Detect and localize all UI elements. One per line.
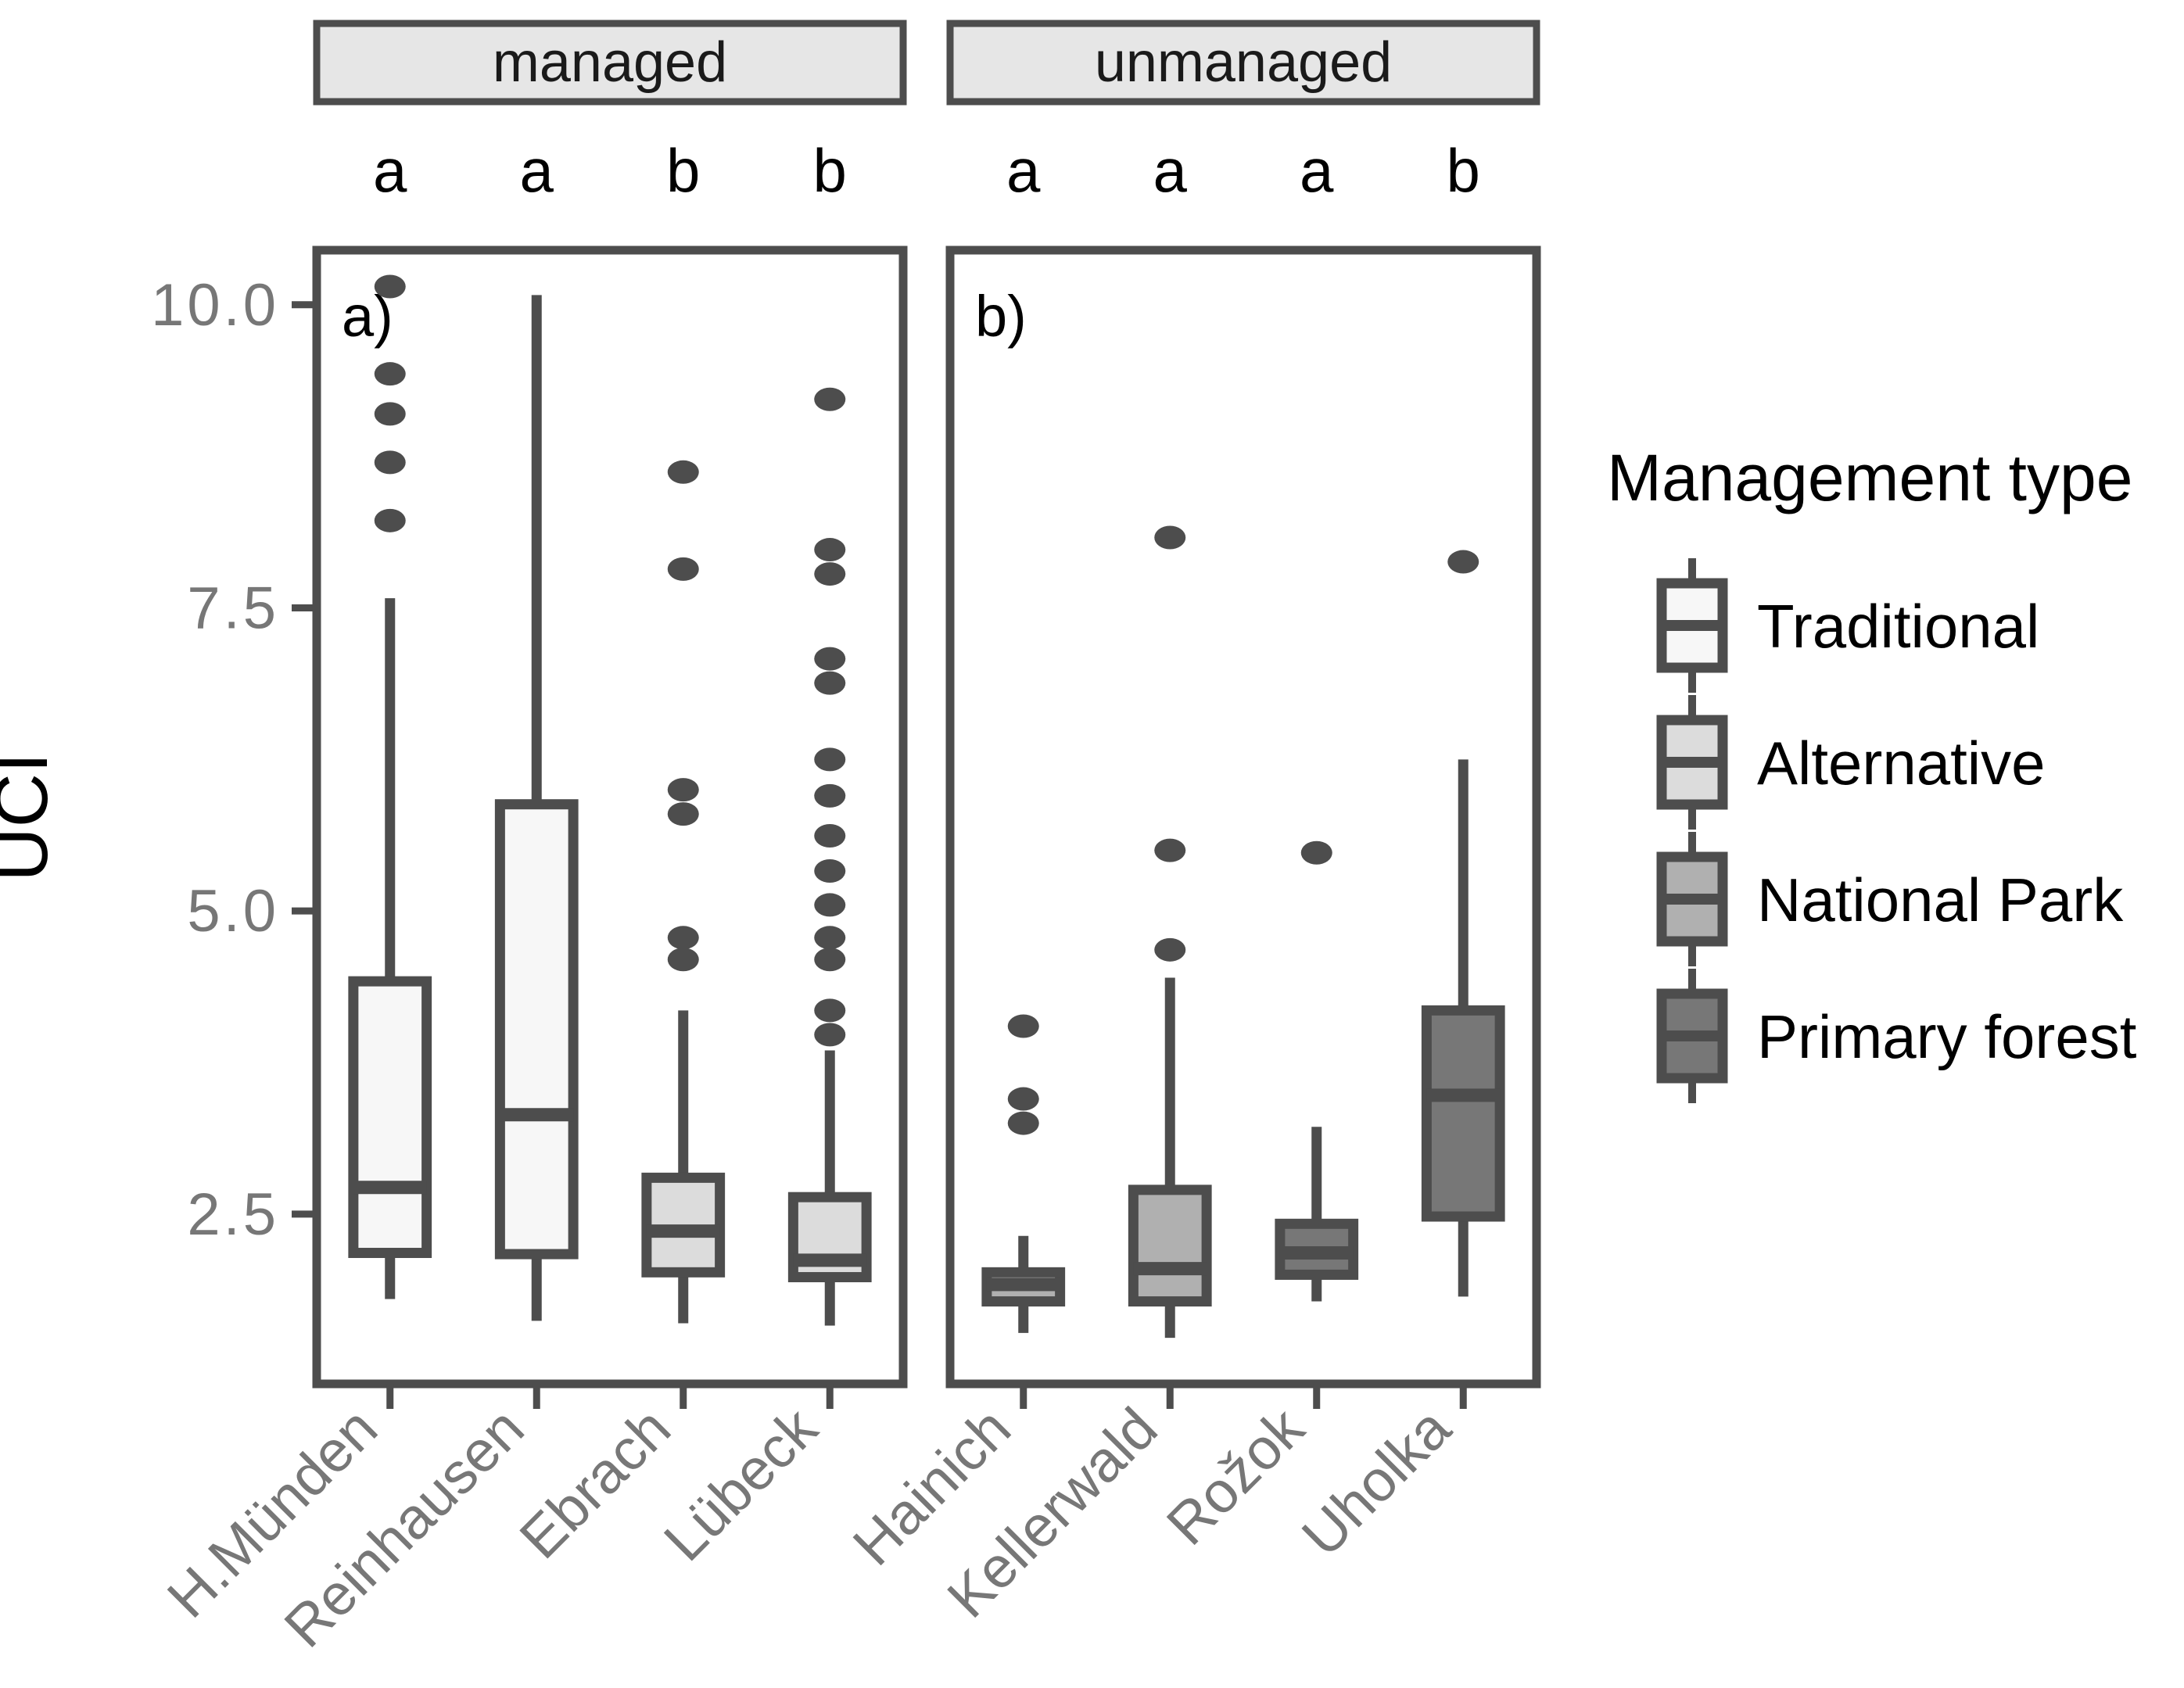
outlier-point [1007, 1087, 1039, 1111]
outlier-point [814, 562, 846, 586]
significance-letter: a [373, 136, 407, 205]
outlier-point [1007, 1014, 1039, 1038]
legend-item-label: Primary forest [1757, 1002, 2137, 1071]
outlier-point [667, 460, 699, 484]
significance-letter: a [1300, 136, 1334, 205]
outlier-point [667, 926, 699, 950]
significance-letter: a [520, 136, 554, 205]
box-iqr [1421, 1005, 1505, 1222]
legend-item-alternative[interactable]: Alternative [1656, 695, 2046, 830]
axis-layer: UCI 2.5 5.0 7.5 10.0 [0, 272, 317, 1248]
outlier-point [374, 402, 406, 426]
outlier-point [374, 508, 406, 532]
panel-tag: b) [975, 284, 1027, 349]
y-tick-label: 7.5 [187, 575, 279, 641]
boxplot-Rožok [1275, 840, 1359, 1302]
significance-letter: a [1153, 136, 1188, 205]
legend-item-label: Alternative [1757, 729, 2046, 797]
boxplot-Lübeck [787, 387, 872, 1326]
significance-letter: b [813, 136, 847, 205]
box-iqr [494, 799, 579, 1260]
outlier-point [814, 926, 846, 950]
outlier-point [814, 783, 846, 808]
boxplot-Uholka [1421, 550, 1505, 1297]
outlier-point [374, 362, 406, 386]
significance-letter: b [1447, 136, 1480, 205]
legend-item-primary-forest[interactable]: Primary forest [1656, 969, 2137, 1103]
box-iqr [1128, 1184, 1212, 1307]
outlier-point [667, 778, 699, 802]
y-axis-title: UCI [0, 752, 63, 881]
boxplot-Reinhausen [494, 295, 579, 1321]
outlier-point [814, 824, 846, 848]
outlier-point [667, 948, 699, 972]
outlier-point [814, 948, 846, 972]
y-tick-label: 10.0 [151, 272, 279, 339]
outlier-point [814, 671, 846, 695]
boxplot-Ebrach [641, 460, 726, 1324]
y-tick-label: 2.5 [187, 1181, 279, 1248]
outlier-point [1007, 1111, 1039, 1135]
outlier-point [1447, 550, 1479, 574]
panel-strip-background [313, 20, 907, 106]
boxplot-Kellerwald [1128, 525, 1212, 1339]
outlier-point [814, 538, 846, 562]
outlier-point [1300, 840, 1332, 865]
box-iqr [348, 976, 432, 1259]
outlier-point [374, 450, 406, 475]
outlier-point [814, 1023, 846, 1047]
outlier-point [814, 859, 846, 883]
panel-strip-label: unmanaged [1095, 31, 1392, 94]
outlier-point [667, 557, 699, 581]
outlier-point [1154, 937, 1186, 962]
outlier-point [814, 647, 846, 671]
y-tick-label: 5.0 [187, 878, 279, 944]
legend-item-label: Traditional [1757, 592, 2039, 661]
significance-letter: a [1006, 136, 1041, 205]
significance-letter: b [666, 136, 700, 205]
outlier-point [814, 893, 846, 917]
outlier-point [814, 747, 846, 772]
panel-border [945, 245, 1541, 1389]
legend-title: Management type [1607, 441, 2132, 514]
panel-strip-background [946, 20, 1540, 106]
boxplot-Hainich [981, 1014, 1066, 1333]
legend-item-national-park[interactable]: National Park [1656, 832, 2124, 966]
boxplot-H.Münden [348, 274, 432, 1299]
panel-border [312, 245, 908, 1389]
outlier-point [814, 998, 846, 1023]
outlier-point [374, 274, 406, 299]
panel-strip-label: managed [493, 31, 727, 94]
outlier-point [1154, 838, 1186, 862]
outlier-point [814, 387, 846, 411]
outlier-point [667, 802, 699, 826]
legend-item-traditional[interactable]: Traditional [1656, 558, 2039, 693]
outlier-point [1154, 525, 1186, 550]
legend-item-label: National Park [1757, 866, 2124, 934]
legend-layer: Management typeTraditionalAlternativeNat… [1607, 441, 2137, 1103]
